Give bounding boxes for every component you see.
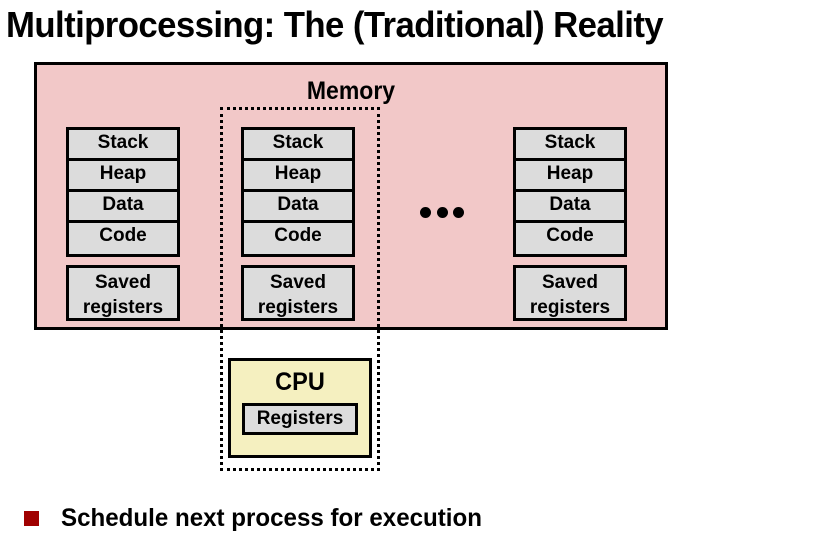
cpu-box: CPU Registers	[228, 358, 372, 458]
saved-registers-line2: registers	[529, 297, 611, 318]
segment-data: Data	[244, 192, 352, 223]
cpu-label: CPU	[275, 368, 325, 396]
segment-stack: Stack	[69, 130, 177, 161]
process-column-right: Stack Heap Data Code Saved registers	[513, 127, 627, 321]
saved-registers-box-right: Saved registers	[513, 265, 627, 321]
segment-data: Data	[69, 192, 177, 223]
segment-code: Code	[516, 223, 624, 254]
ellipsis-dot	[453, 206, 464, 218]
memory-label: Memory	[306, 77, 396, 105]
address-space-middle: Stack Heap Data Code	[241, 127, 355, 257]
bullet-square-icon	[24, 511, 39, 526]
process-column-left: Stack Heap Data Code Saved registers	[66, 127, 180, 321]
segment-heap: Heap	[69, 161, 177, 192]
saved-registers-line2: registers	[82, 297, 164, 318]
segment-stack: Stack	[516, 130, 624, 161]
segment-stack: Stack	[244, 130, 352, 161]
process-column-middle: Stack Heap Data Code Saved registers	[241, 127, 355, 321]
segment-code: Code	[244, 223, 352, 254]
page-title: Multiprocessing: The (Traditional) Reali…	[6, 4, 664, 45]
segment-code: Code	[69, 223, 177, 254]
segment-data: Data	[516, 192, 624, 223]
segment-heap: Heap	[516, 161, 624, 192]
saved-registers-box-middle: Saved registers	[241, 265, 355, 321]
saved-registers-line1: Saved	[95, 272, 151, 293]
segment-heap: Heap	[244, 161, 352, 192]
bullet-text: Schedule next process for execution	[61, 504, 482, 532]
ellipsis-dot	[420, 206, 431, 218]
address-space-right: Stack Heap Data Code	[513, 127, 627, 257]
address-space-left: Stack Heap Data Code	[66, 127, 180, 257]
cpu-registers-box: Registers	[242, 403, 358, 435]
ellipsis-icon	[420, 198, 464, 226]
saved-registers-box-left: Saved registers	[66, 265, 180, 321]
ellipsis-dot	[436, 206, 448, 218]
saved-registers-line2: registers	[257, 297, 339, 318]
saved-registers-line1: Saved	[270, 272, 326, 293]
saved-registers-line1: Saved	[542, 272, 598, 293]
bullet-list-item: Schedule next process for execution	[24, 498, 724, 538]
